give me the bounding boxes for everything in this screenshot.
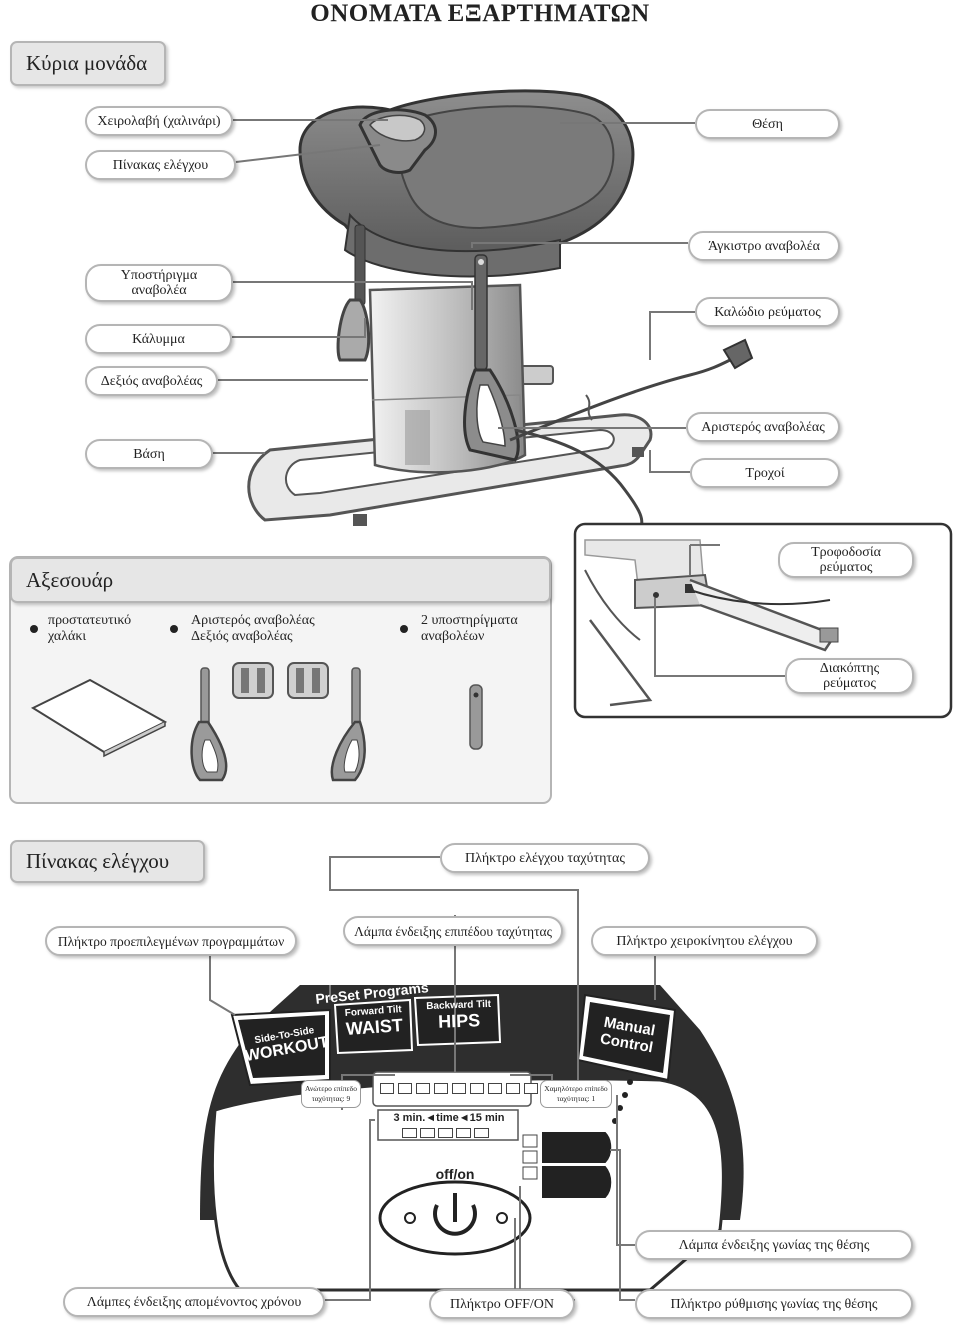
label-handle: Χειρολαβή (χαλινάρι)	[85, 106, 233, 136]
leader-lines-main	[213, 119, 695, 473]
label-control-panel: Πίνακας ελέγχου	[85, 150, 236, 180]
label-wheels: Τροχοί	[690, 458, 840, 488]
speed-lamp	[416, 1083, 430, 1094]
time-lamp	[420, 1128, 435, 1138]
label-seat: Θέση	[695, 109, 840, 139]
speed-lamp	[524, 1083, 538, 1094]
bullet-supports	[400, 625, 408, 633]
speed-lamp	[398, 1083, 412, 1094]
power-cord	[509, 358, 731, 442]
wheel-front	[353, 514, 367, 526]
leader-lines-panel	[209, 856, 656, 1301]
stirrup-support-left	[354, 224, 366, 306]
label-off-on-key: Πλήκτρο OFF/ON	[429, 1289, 575, 1319]
label-angle-key: Πλήκτρο ρύθμισης γωνίας της θέσης	[635, 1289, 913, 1319]
label-preset-key: Πλήκτρο προεπιλεγμένων προγραμμάτων	[45, 926, 297, 956]
label-stirrup-hook: Άγκιστρο αναβολέα	[688, 231, 840, 261]
section-accessories: Αξεσουάρ	[10, 557, 551, 603]
support-acc	[469, 684, 483, 750]
time-lamp	[474, 1128, 489, 1138]
speed-lamp	[488, 1083, 502, 1094]
label-speed-key: Πλήκτρο ελέγχου ταχύτητας	[440, 843, 650, 873]
time-lamp	[438, 1128, 453, 1138]
time-lamp	[402, 1128, 417, 1138]
control-panel-drawing	[200, 985, 744, 1292]
stirrup-support-right	[474, 254, 488, 371]
label-time-lamps: Λάμπες ένδειξης απομένοντος χρόνου	[63, 1287, 325, 1317]
machine-illustration	[247, 89, 754, 531]
right-stirrup-drawing	[336, 298, 371, 362]
section-main-unit: Κύρια μονάδα	[10, 41, 166, 86]
power-cord-loop	[514, 428, 644, 531]
time-lamp-row	[402, 1128, 489, 1138]
speed-lamp	[506, 1083, 520, 1094]
panel-off-on: off/on	[435, 1166, 475, 1182]
label-manual-key: Πλήκτρο χειροκίνητου ελέγχου	[591, 926, 818, 956]
label-cover: Κάλυμμα	[85, 324, 232, 354]
label-base: Βάση	[85, 439, 213, 469]
speed-lamp	[434, 1083, 448, 1094]
label-power-cord: Καλώδιο ρεύματος	[695, 297, 840, 327]
label-right-stirrup: Δεξιός αναβολέας	[85, 366, 218, 396]
power-plug	[722, 338, 754, 370]
speed-lamp	[380, 1083, 394, 1094]
label-left-stirrup: Αριστερός αναβολέας	[686, 412, 840, 442]
speed-lamp	[452, 1083, 466, 1094]
panel-time-row: 3 min.◄time◄15 min	[393, 1112, 505, 1124]
label-angle-lamp: Λάμπα ένδειξης γωνίας της θέσης	[635, 1230, 913, 1260]
section-control-panel: Πίνακας ελέγχου	[10, 840, 205, 883]
page-title: ΟΝΟΜΑΤΑ ΕΞΑΡΤΗΜΑΤΩΝ	[310, 0, 650, 27]
bullet-stirrups	[170, 625, 178, 633]
wheel-rear	[632, 447, 644, 457]
accessories-box	[9, 556, 552, 804]
bullet-mat	[30, 625, 38, 633]
label-speed-lamp: Λάμπα ένδειξης επιπέδου ταχύτητας	[343, 916, 563, 946]
speed-lamp	[470, 1083, 484, 1094]
time-lamp	[456, 1128, 471, 1138]
speed-lamp-row	[380, 1083, 538, 1094]
